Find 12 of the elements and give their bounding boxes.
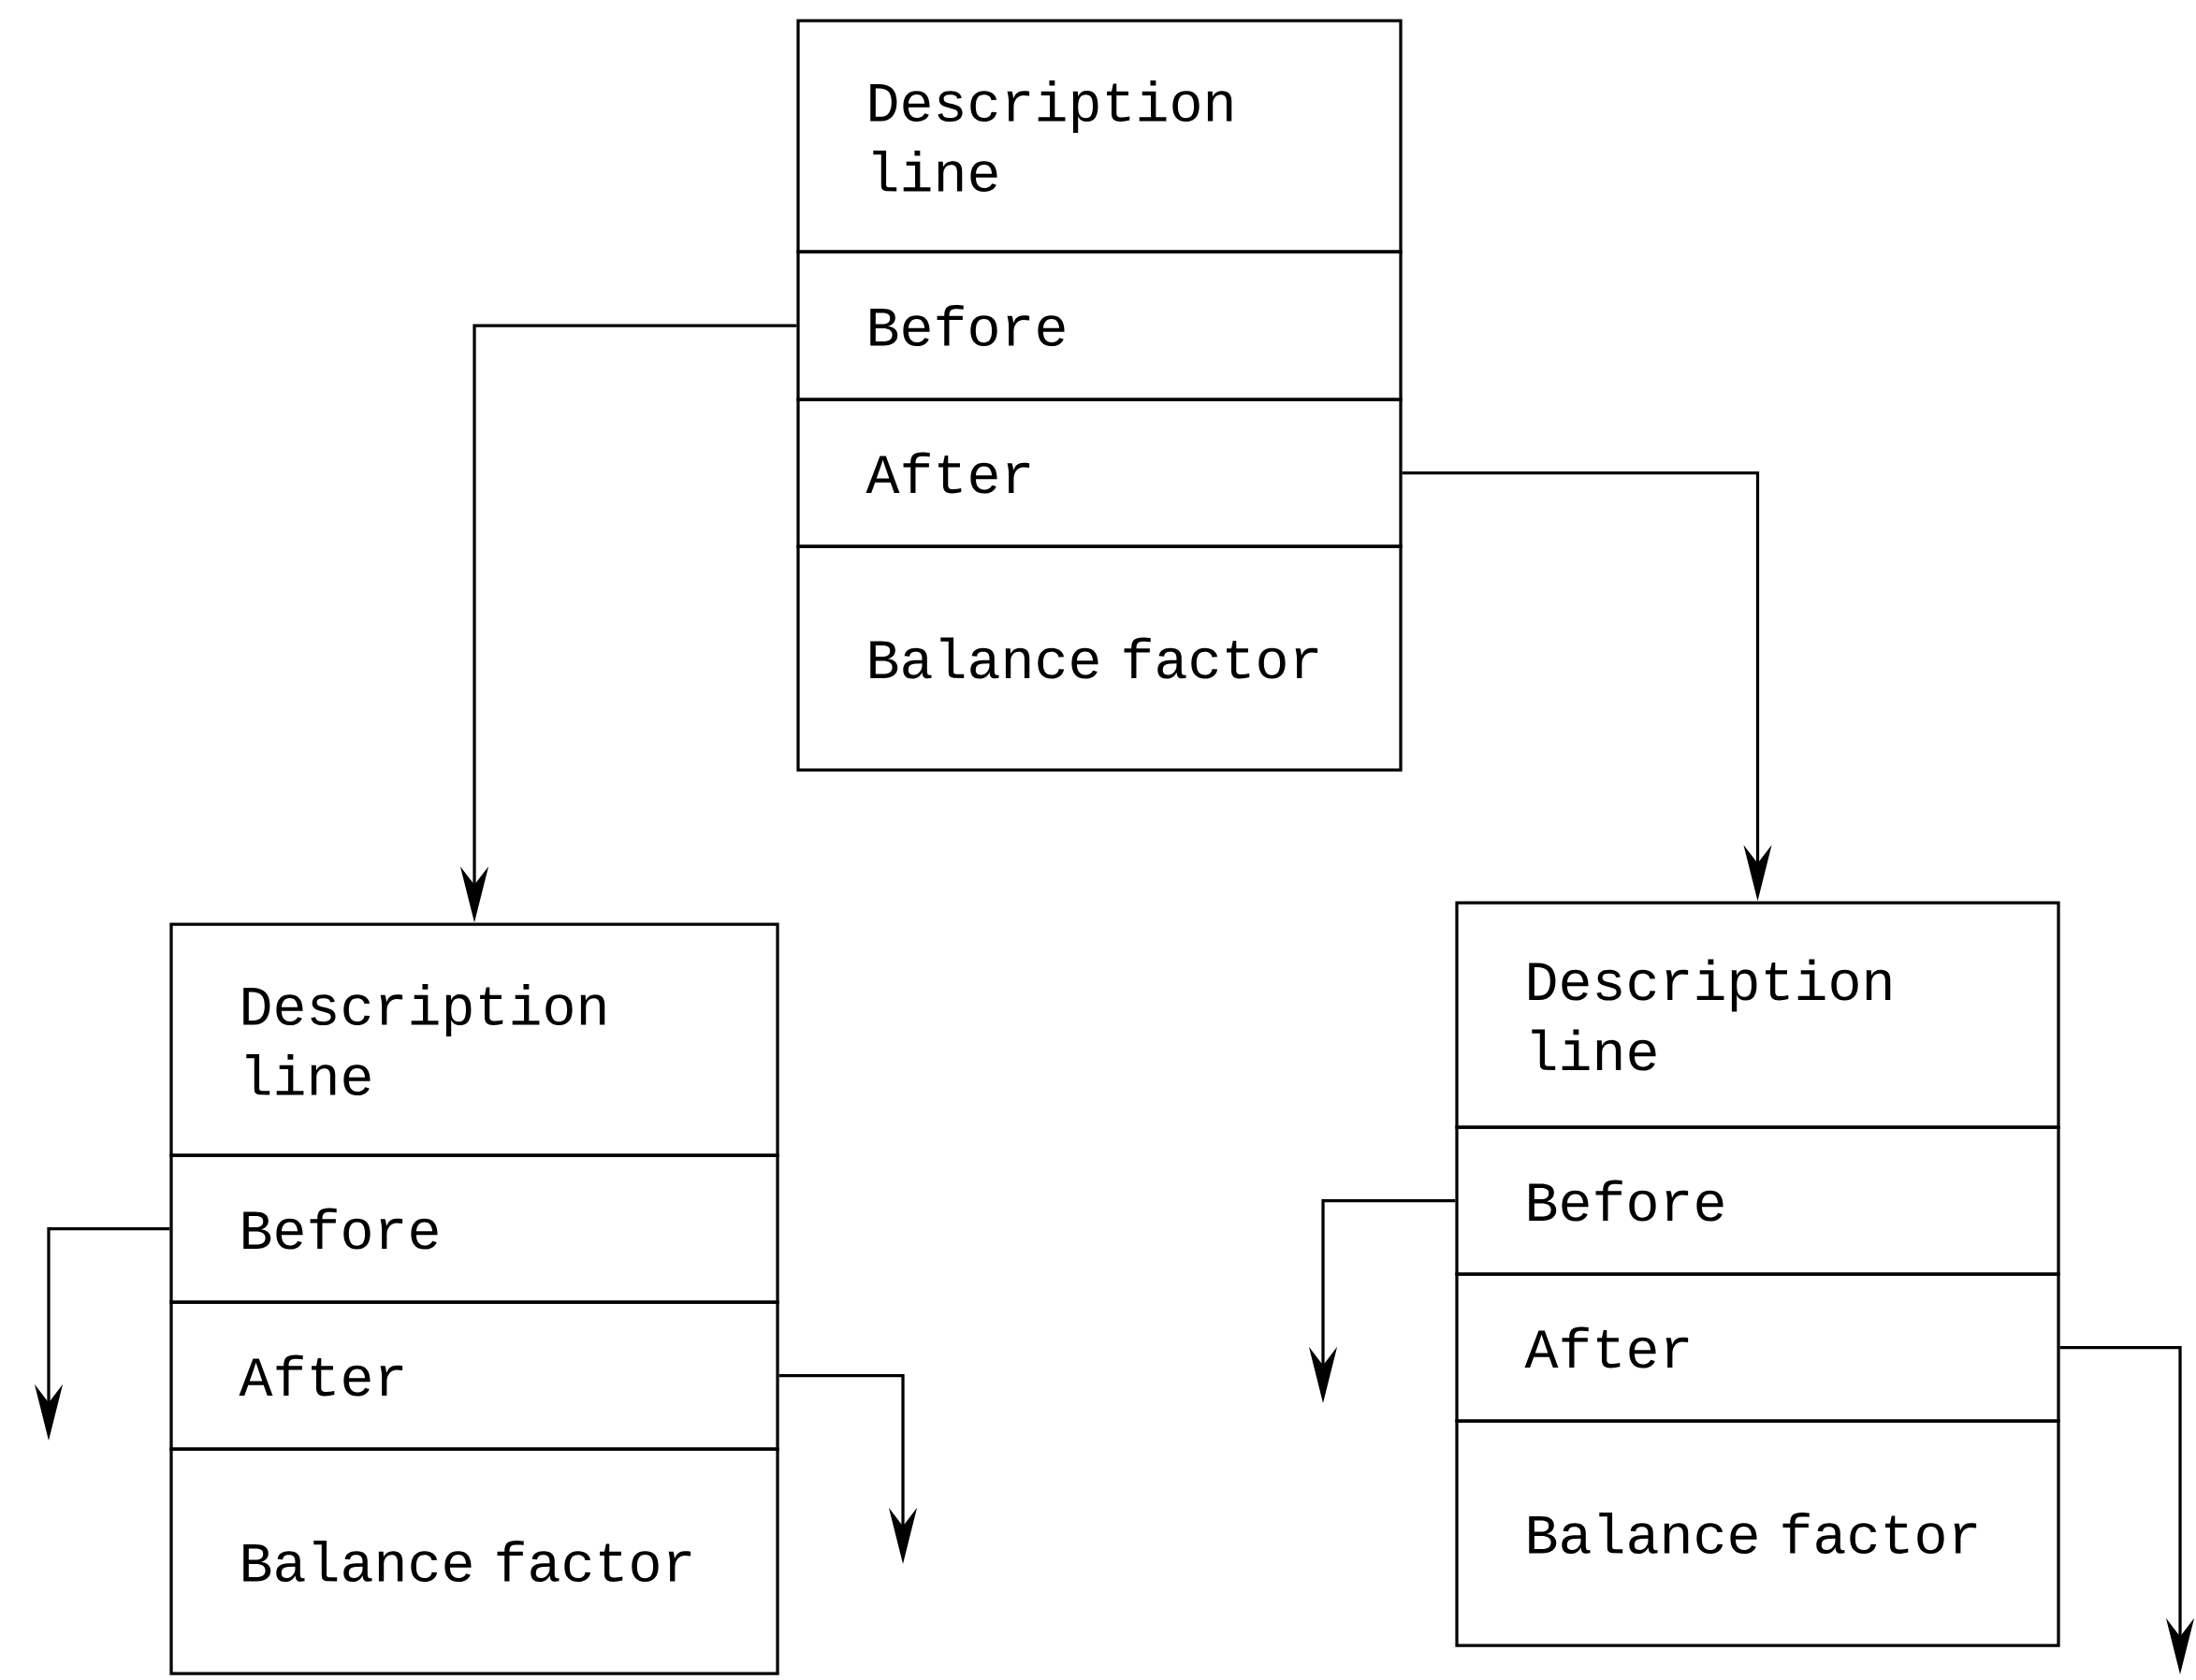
record-cell: Balance factor [1455,1419,2060,1647]
record-cell: Balance factor [169,1447,779,1675]
record-cell: After [1455,1272,2060,1423]
record-cell: Before [796,250,1403,401]
record-cell: Description line [1455,901,2060,1129]
record-cell: Description line [169,922,779,1157]
record-cell: After [169,1300,779,1451]
record-cell: Before [1455,1125,2060,1276]
record-cell: Before [169,1153,779,1304]
record-cell: After [796,398,1403,548]
record-cell: Description line [796,19,1403,253]
record-cell: Balance factor [796,544,1403,772]
